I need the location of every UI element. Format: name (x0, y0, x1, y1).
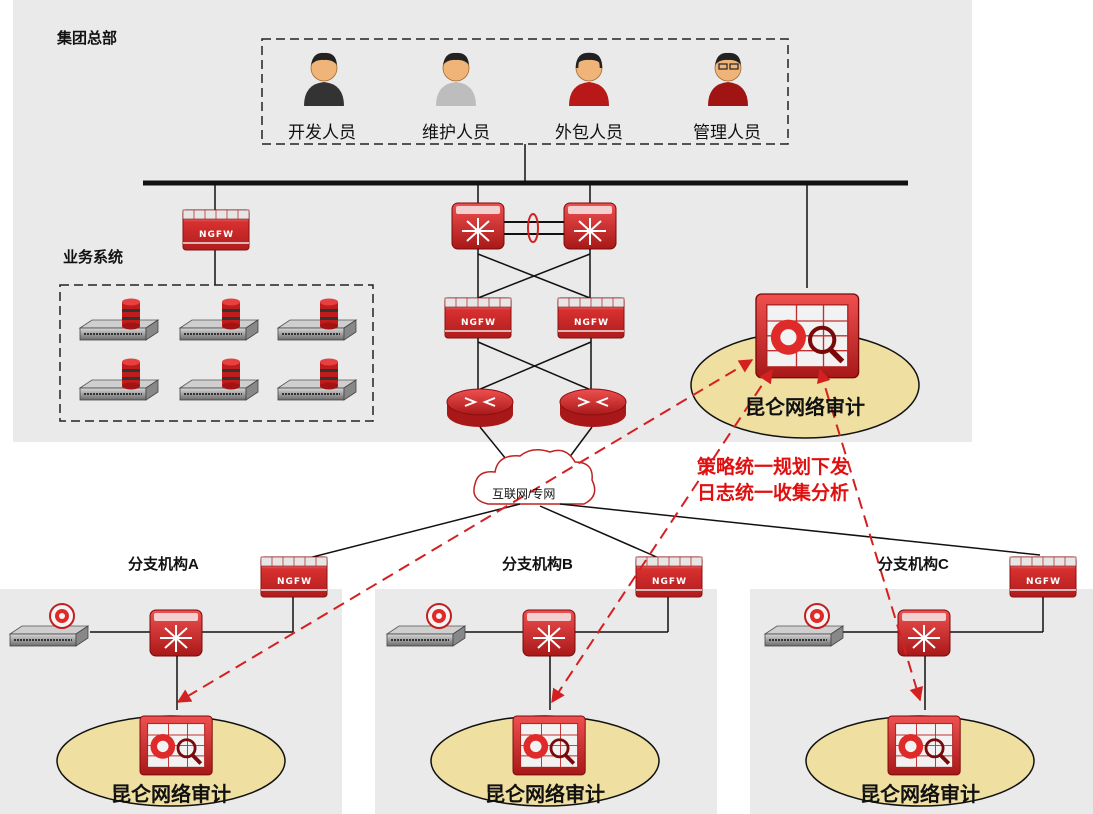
business-system-title: 业务系统 (63, 249, 124, 266)
hq-audit-appliance (756, 294, 859, 378)
policy-note: 策略统一规划下发 日志统一收集分析 (673, 455, 873, 507)
branch-a-audit-label: 昆仑网络审计 (111, 784, 231, 806)
business-firewall: NGFW (182, 209, 250, 251)
policy-arrow-branch-c (816, 368, 924, 702)
business-server-6 (277, 358, 357, 401)
policy-arrow-branch-b (551, 368, 773, 704)
branch-b-web-server (387, 604, 465, 646)
maintainer-label: 维护人员 (422, 123, 490, 142)
manager-icon (707, 52, 749, 107)
branch-b-audit-appliance (511, 714, 588, 777)
branch-a-audit-appliance (138, 714, 215, 777)
hq-router-left (446, 388, 514, 428)
hq-title: 集团总部 (57, 30, 118, 47)
branch-c-title: 分支机构C (878, 556, 949, 573)
firewall-label: NGFW (199, 230, 234, 240)
branch-b-core-switch (522, 609, 576, 657)
business-server-1 (79, 298, 159, 341)
link-aggregation-mark (527, 213, 539, 243)
branch-c-audit-appliance (886, 714, 963, 777)
branch-c-audit-label: 昆仑网络审计 (860, 784, 980, 806)
branch-c-web-server (765, 604, 843, 646)
cloud-label: 互联网/专网 (492, 487, 556, 501)
hq-firewall-left: NGFW (444, 297, 512, 339)
branch-a-core-switch (149, 609, 203, 657)
developer-icon (303, 52, 345, 107)
hq-firewall-right: NGFW (557, 297, 625, 339)
policy-note-line1: 策略统一规划下发 (696, 457, 849, 478)
firewall-label: NGFW (277, 577, 312, 587)
core-switch-right (563, 202, 617, 250)
business-server-2 (179, 298, 259, 341)
branch-b-firewall: NGFW (635, 556, 703, 598)
branch-c-core-switch (897, 609, 951, 657)
core-switch-left (451, 202, 505, 250)
firewall-label: NGFW (574, 318, 609, 328)
business-server-3 (277, 298, 357, 341)
business-server-5 (179, 358, 259, 401)
policy-note-line2: 日志统一收集分析 (696, 483, 849, 504)
users-group-box (261, 38, 789, 145)
manager-label: 管理人员 (693, 123, 761, 142)
branch-c-firewall: NGFW (1009, 556, 1077, 598)
hq-audit-label: 昆仑网络审计 (745, 397, 865, 419)
policy-arrow-branch-a (176, 359, 754, 703)
business-server-4 (79, 358, 159, 401)
branch-b-audit-label: 昆仑网络审计 (485, 784, 605, 806)
branch-b-title: 分支机构B (502, 556, 573, 573)
firewall-label: NGFW (461, 318, 496, 328)
firewall-label: NGFW (1026, 577, 1061, 587)
branch-a-title: 分支机构A (128, 556, 199, 573)
branch-a-firewall: NGFW (260, 556, 328, 598)
outsourcer-icon (568, 52, 610, 107)
branch-a-web-server (10, 604, 88, 646)
hq-router-right (559, 388, 627, 428)
maintainer-icon (435, 52, 477, 107)
developer-label: 开发人员 (288, 123, 356, 142)
firewall-label: NGFW (652, 577, 687, 587)
outsourcer-label: 外包人员 (555, 123, 623, 142)
